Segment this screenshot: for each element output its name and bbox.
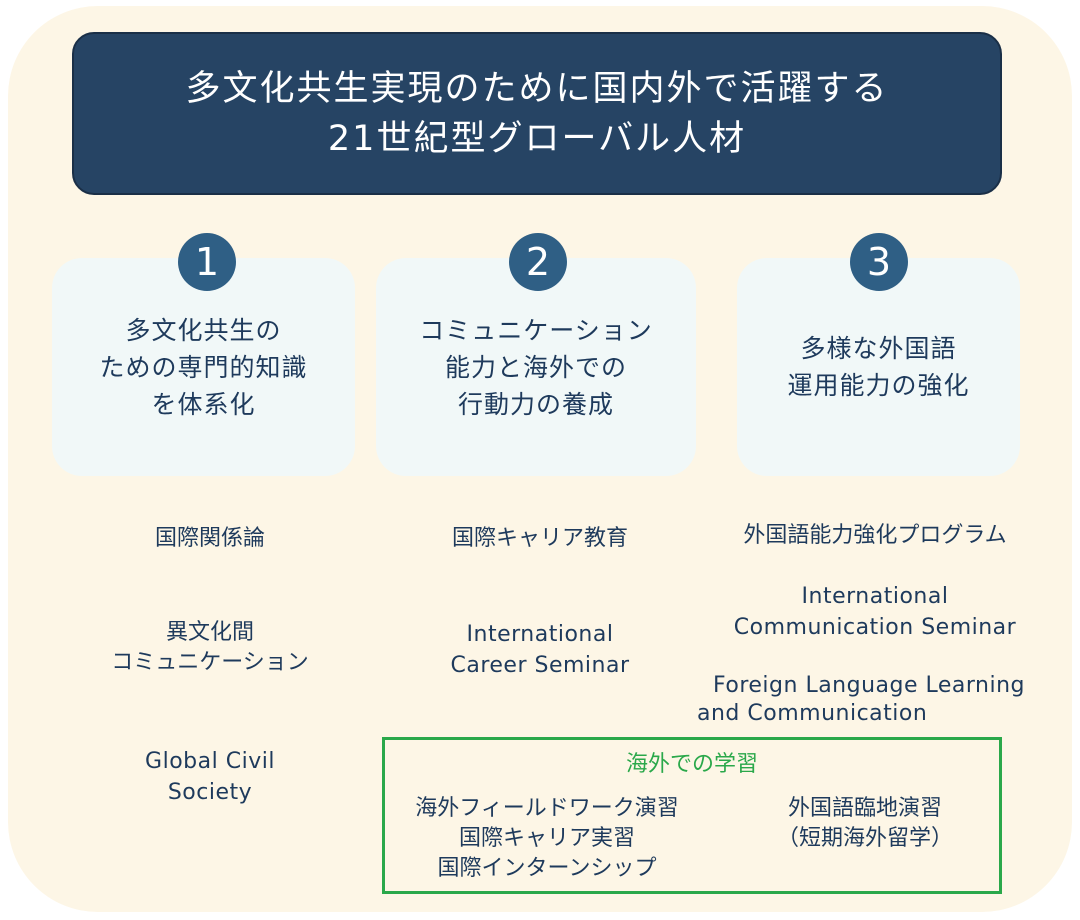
pillar-3-item: 外国語能力強化プログラム <box>720 521 1030 551</box>
item-line: Society <box>167 780 253 805</box>
item-line: International <box>801 584 949 609</box>
pillar-1-item: Global Civil Society <box>100 746 320 808</box>
overseas-item: 外国語臨地演習 <box>787 796 942 821</box>
item-line: 国際関係論 <box>154 526 265 551</box>
item-line: 異文化間 <box>165 620 254 645</box>
pillar-3-heading-line: 運用能力の強化 <box>787 371 970 400</box>
overseas-item: （短期海外留学） <box>776 826 953 851</box>
pillar-3-number-badge: 3 <box>850 233 908 291</box>
overseas-study-box: 海外での学習 海外フィールドワーク演習 国際キャリア実習 国際インターンシップ … <box>382 737 1002 894</box>
pillar-3-heading-line: 多様な外国語 <box>800 334 957 363</box>
overseas-item: 国際インターンシップ <box>437 856 657 881</box>
pillar-3-card: 多様な外国語 運用能力の強化 <box>737 258 1020 476</box>
overseas-study-title: 海外での学習 <box>625 752 758 777</box>
pillar-2-heading-line: 能力と海外での <box>444 352 627 382</box>
pillar-3-item: Foreign Language Learning and Communicat… <box>697 670 1047 729</box>
pillar-2-item: International Career Seminar <box>420 619 660 681</box>
overseas-right-list: 外国語臨地演習 （短期海外留学） <box>745 794 985 854</box>
pillar-1-heading-line: 多文化共生の <box>125 315 282 345</box>
pillar-2-heading-line: コミュニケーション <box>419 315 653 345</box>
item-line: 国際キャリア教育 <box>451 526 628 551</box>
item-line: 外国語能力強化プログラム <box>743 523 1007 548</box>
item-line: Foreign Language Learning <box>713 673 1026 698</box>
pillar-2-number-badge: 2 <box>509 233 567 291</box>
pillar-1-item: 国際関係論 <box>100 524 320 554</box>
pillar-2-card: コミュニケーション 能力と海外での 行動力の養成 <box>376 258 696 476</box>
title-banner: 多文化共生実現のために国内外で活躍する 21世紀型グローバル人材 <box>72 32 1002 195</box>
overseas-item: 海外フィールドワーク演習 <box>415 796 679 821</box>
pillar-1-heading-line: ための専門的知識 <box>99 352 308 382</box>
item-line: Communication Seminar <box>733 615 1017 640</box>
title-line-2: 21世紀型グローバル人材 <box>327 118 747 159</box>
item-line: International <box>466 622 614 647</box>
pillar-1-item: 異文化間 コミュニケーション <box>90 618 330 678</box>
pillar-3-item: International Communication Seminar <box>715 581 1035 643</box>
title-line-1: 多文化共生実現のために国内外で活躍する <box>185 68 889 109</box>
pillar-1-heading-line: を体系化 <box>151 389 256 419</box>
pillar-2-heading-line: 行動力の養成 <box>457 389 614 419</box>
item-line: コミュニケーション <box>111 650 309 675</box>
pillar-1-card: 多文化共生の ための専門的知識 を体系化 <box>52 258 355 476</box>
overseas-left-list: 海外フィールドワーク演習 国際キャリア実習 国際インターンシップ <box>397 794 697 884</box>
pillar-2-item: 国際キャリア教育 <box>420 524 660 554</box>
item-line: and Communication <box>697 701 928 726</box>
overseas-item: 国際キャリア実習 <box>458 826 635 851</box>
pillar-1-number-badge: 1 <box>178 233 236 291</box>
item-line: Global Civil <box>145 749 275 774</box>
item-line: Career Seminar <box>450 653 630 678</box>
